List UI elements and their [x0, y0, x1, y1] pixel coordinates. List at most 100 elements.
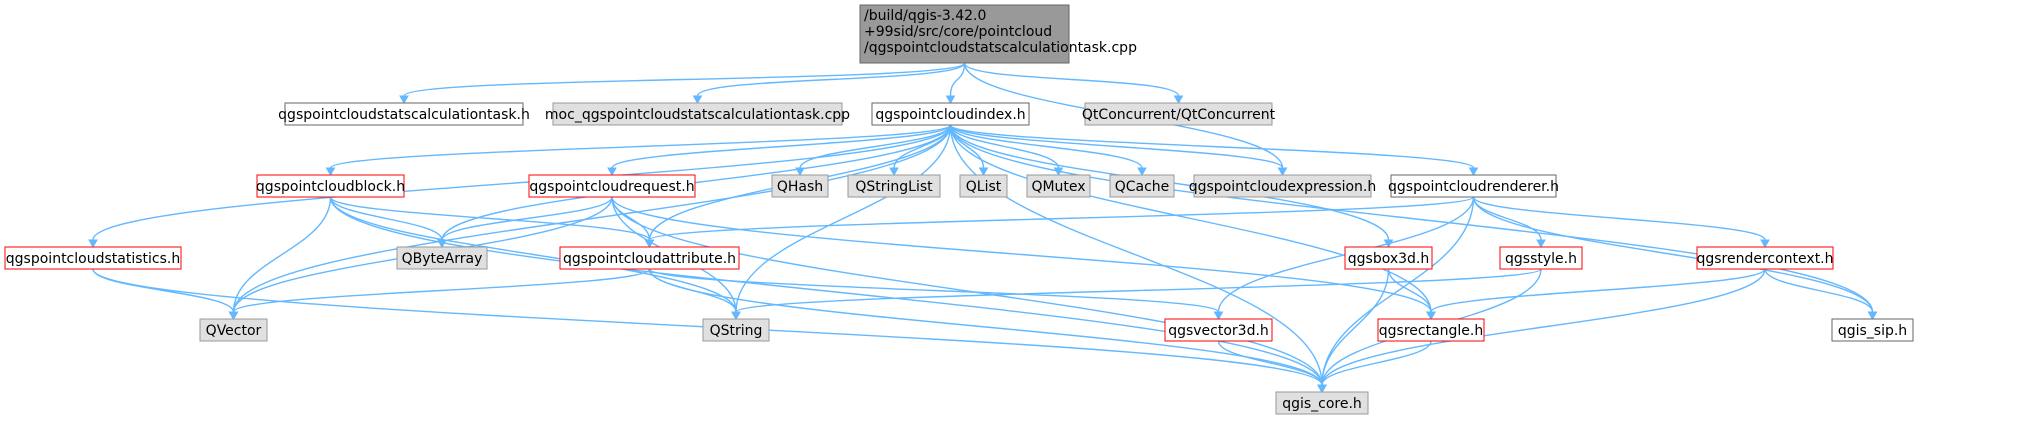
edge-arrowhead	[607, 167, 617, 177]
edge-arrowhead	[731, 311, 741, 321]
edge-line	[696, 62, 966, 97]
node-box	[771, 174, 829, 198]
node-attribute_h[interactable]: qgspointcloudattribute.h	[559, 246, 740, 270]
node-box	[528, 174, 696, 198]
node-label: qgspointcloudrequest.h	[529, 179, 694, 195]
edge-line	[441, 196, 613, 241]
node-box	[559, 246, 740, 270]
node-box	[847, 174, 941, 198]
node-rendercontext_h[interactable]: qgsrendercontext.h	[1696, 246, 1834, 270]
edge-arrowhead	[1277, 167, 1288, 177]
node-box	[702, 318, 770, 342]
node-request_h[interactable]: qgspointcloudrequest.h	[528, 174, 696, 198]
edge-arrowhead	[1173, 95, 1184, 105]
node-box	[1377, 318, 1485, 342]
node-qlist: QList	[959, 174, 1008, 198]
edge-line	[1321, 340, 1432, 386]
node-label: qgspointcloudexpression.h	[1189, 179, 1377, 195]
edge-rendercontext_h-to-sip_h	[1764, 268, 1878, 321]
node-block_h[interactable]: qgspointcloudblock.h	[256, 174, 405, 198]
node-label: qgspointcloudrenderer.h	[1388, 179, 1559, 195]
node-qstring: QString	[702, 318, 770, 342]
node-box	[1831, 318, 1914, 342]
node-label: qgspointcloudindex.h	[875, 107, 1025, 123]
node-label: QStringList	[855, 179, 933, 195]
edge-root-to-index_h	[945, 62, 966, 105]
edge-line	[949, 124, 1475, 169]
edge-line	[1387, 268, 1432, 313]
node-label: qgsstyle.h	[1505, 251, 1577, 267]
node-box	[284, 102, 524, 126]
node-statistics_h[interactable]: qgspointcloudstatistics.h	[4, 246, 182, 270]
edge-renderer_h-to-rendercontext_h	[1472, 196, 1770, 249]
edge-arrowhead	[1213, 311, 1224, 321]
edge-line	[1217, 340, 1323, 386]
edge-line	[329, 196, 1323, 386]
node-label: QVector	[206, 323, 262, 339]
edge-line	[232, 196, 332, 313]
edge-request_h-to-qbytearray	[437, 196, 613, 249]
edge-renderer_h-to-attribute_h	[644, 196, 1475, 249]
node-box	[1344, 246, 1433, 270]
node-index_h[interactable]: qgspointcloudindex.h	[871, 102, 1030, 126]
node-label: QString	[710, 323, 763, 339]
node-box	[1109, 174, 1175, 198]
node-rectangle_h[interactable]: qgsrectangle.h	[1377, 318, 1485, 342]
node-label: QtConcurrent/QtConcurrent	[1082, 107, 1276, 123]
node-box	[871, 102, 1030, 126]
edge-arrowhead	[228, 311, 239, 321]
node-label: /build/qgis-3.42.0	[864, 8, 986, 24]
edge-line	[949, 62, 966, 97]
node-label: qgspointcloudattribute.h	[563, 251, 736, 267]
edge-arrowhead	[945, 95, 956, 105]
edge-line	[232, 268, 651, 313]
edge-style_h-to-qstring	[731, 268, 1542, 321]
edge-index_h-to-core_h	[949, 124, 1327, 394]
nodes-layer: /build/qgis-3.42.0+99sid/src/core/pointc…	[4, 4, 1914, 415]
edge-statistics_h-to-qvector	[92, 268, 239, 321]
edge-line	[1472, 196, 1874, 313]
edge-root-to-stats_task_h	[399, 62, 966, 105]
edge-line	[403, 62, 966, 97]
edge-block_h-to-attribute_h	[329, 196, 655, 249]
edge-line	[949, 124, 1143, 169]
node-label: qgis_sip.h	[1838, 323, 1907, 339]
node-label: moc_qgspointcloudstatscalculationtask.cp…	[545, 107, 850, 123]
edge-arrowhead	[399, 95, 409, 105]
edge-line	[329, 196, 651, 241]
edge-arrowhead	[1760, 239, 1770, 249]
node-root[interactable]: /build/qgis-3.42.0+99sid/src/core/pointc…	[859, 4, 1137, 64]
edge-arrowhead	[1468, 167, 1479, 177]
node-stats_task_h[interactable]: qgspointcloudstatscalculationtask.h	[278, 102, 530, 126]
edge-arrowhead	[1867, 311, 1878, 321]
node-box	[1193, 174, 1372, 198]
edge-line	[949, 124, 1060, 169]
edge-line	[441, 124, 952, 241]
node-renderer_h[interactable]: qgspointcloudrenderer.h	[1388, 174, 1559, 198]
node-label: qgsbox3d.h	[1348, 251, 1430, 267]
edge-arrowhead	[437, 239, 447, 249]
node-box	[199, 318, 268, 342]
edge-line	[799, 124, 952, 169]
edge-root-to-qtconcurrent	[963, 62, 1184, 105]
node-box	[959, 174, 1008, 198]
edge-root-to-moc_cpp	[692, 62, 966, 105]
node-box	[1164, 318, 1273, 342]
node-vector3d_h[interactable]: qgsvector3d.h	[1164, 318, 1273, 342]
edge-line	[963, 62, 1180, 97]
node-label: qgsrectangle.h	[1379, 323, 1483, 339]
node-box3d_h[interactable]: qgsbox3d.h	[1344, 246, 1433, 270]
edge-line	[329, 196, 737, 313]
edge-line	[648, 196, 1475, 241]
edge-line	[949, 124, 1432, 313]
node-qbytearray: QByteArray	[396, 246, 488, 270]
node-core_h: qgis_core.h	[1275, 391, 1369, 415]
node-expression_h: qgspointcloudexpression.h	[1189, 174, 1377, 198]
edge-arrowhead	[88, 239, 98, 249]
node-style_h[interactable]: qgsstyle.h	[1499, 246, 1583, 270]
node-label: QMutex	[1031, 179, 1085, 195]
node-label: qgsrendercontext.h	[1696, 251, 1833, 267]
edge-line	[1321, 268, 1766, 386]
node-sip_h[interactable]: qgis_sip.h	[1831, 318, 1914, 342]
